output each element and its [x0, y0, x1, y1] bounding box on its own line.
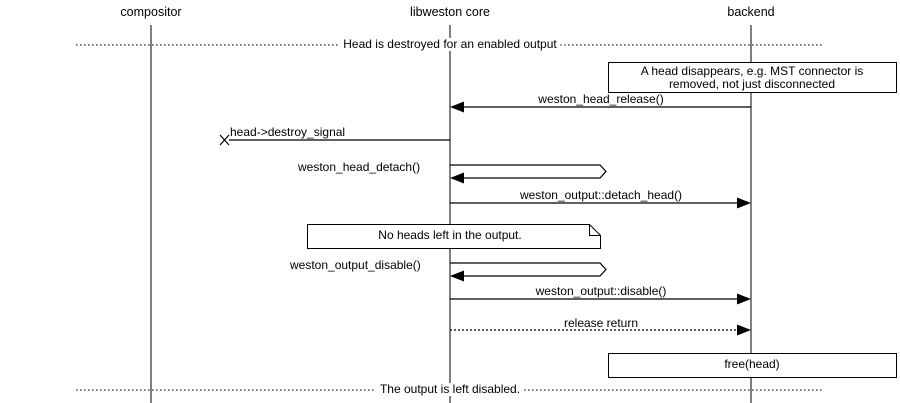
note-boxes	[307, 62, 897, 378]
note-no-heads-left-fold-icon	[589, 224, 601, 236]
note-no-heads-left-label: No heads left in the output.	[378, 228, 522, 242]
note-head-disappears-box	[608, 62, 897, 93]
msg-weston-output-detach-head-arrow	[450, 197, 751, 209]
top-divider-label: Head is destroyed for an enabled output	[339, 38, 561, 51]
note-free-head-box	[608, 353, 897, 378]
actor-label-compositor: compositor	[120, 5, 182, 19]
bottom-divider-label: The output is left disabled.	[375, 383, 525, 396]
note-free-head-label: free(head)	[724, 357, 780, 371]
note-no-heads-left-box	[307, 224, 601, 249]
msg-weston-output-detach-head-label: weston_output::detach_head()	[519, 188, 683, 202]
msg-head-destroy-signal-arrow	[219, 134, 450, 146]
msg-weston-output-disable-call-label: weston_output_disable()	[290, 258, 421, 272]
msg-weston-head-release-label: weston_head_release()	[538, 92, 664, 106]
msg-weston-output-disable-label: weston_output::disable()	[535, 284, 667, 298]
actor-label-libweston-core: libweston core	[410, 5, 490, 19]
actor-label-backend: backend	[727, 5, 775, 19]
msg-weston-head-release-arrow	[450, 101, 751, 113]
lost-message-x-icon	[219, 134, 230, 146]
note-head-disappears-line-1: A head disappears, e.g. MST connector is	[640, 64, 864, 78]
msg-head-destroy-signal-label: head->destroy_signal	[230, 125, 346, 139]
divider-lines	[76, 44, 824, 391]
note-head-disappears-line-2: removed, not just disconnected	[668, 77, 836, 91]
msg-release-return-arrow	[450, 324, 751, 336]
msg-weston-head-detach-arrow	[450, 164, 607, 184]
msg-release-return-label: release return	[563, 316, 639, 330]
msg-weston-output-disable-arrow	[450, 293, 751, 305]
msg-weston-output-disable-call-arrow	[450, 262, 607, 282]
msg-weston-head-detach-label: weston_head_detach()	[298, 160, 421, 174]
